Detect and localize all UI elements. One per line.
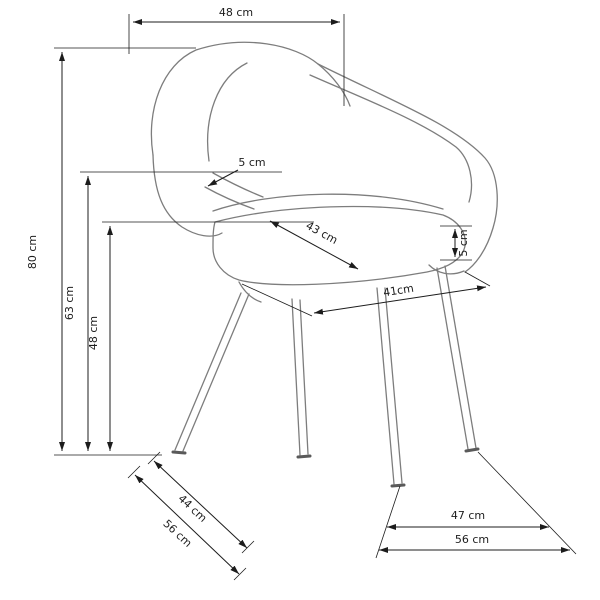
chair-back-seam <box>212 193 444 212</box>
dim-line-base-depth-outer <box>134 474 240 575</box>
chair-left-arm <box>152 154 223 237</box>
dim-label-total-height: 80 cm <box>26 235 39 269</box>
chair-seat-cushion <box>212 205 466 286</box>
chair-armrest-top-inner <box>212 172 264 198</box>
dim-label-seat-width: 41cm <box>382 282 414 300</box>
extension-lines <box>54 14 577 581</box>
dim-line-base-depth-inner <box>153 460 248 549</box>
chair-leg-front-right <box>376 287 406 488</box>
chair-back-outer <box>150 41 351 156</box>
chair-right-arm-inner <box>428 264 465 275</box>
extension-line <box>464 271 491 287</box>
extension-line <box>147 451 161 465</box>
dim-label-seat-height: 48 cm <box>87 316 100 350</box>
extension-line <box>375 485 401 559</box>
extension-line <box>477 451 577 555</box>
extension-line <box>241 283 313 317</box>
dim-line-seat-width <box>313 285 487 315</box>
chair-drawing <box>150 41 498 488</box>
extension-line <box>127 465 141 479</box>
dim-label-base-width-outer: 56 cm <box>455 533 489 546</box>
chair-seat-apron <box>238 281 262 303</box>
chair-right-wing <box>317 63 498 273</box>
dim-label-back-width: 48 cm <box>219 6 253 19</box>
chair-back-inner-right <box>309 74 473 203</box>
dim-leader-armrest-thickness <box>207 169 239 187</box>
dim-label-cushion-thickness: 5 cm <box>457 229 470 256</box>
extension-line <box>241 540 255 554</box>
chair-leg-back-left <box>291 298 312 459</box>
extension-line <box>233 567 247 581</box>
dim-label-armrest-thickness: 5 cm <box>238 156 265 169</box>
chair-armrest-top-outer <box>204 186 255 210</box>
dimension-lines <box>59 19 570 575</box>
chair-back-inner-left <box>207 62 248 162</box>
chair-leg-front-left <box>171 292 250 455</box>
dimension-labels: 48 cm 80 cm 63 cm 48 cm 5 cm 43 cm 5 cm … <box>26 6 489 550</box>
dim-label-armrest-height: 63 cm <box>63 286 76 320</box>
dim-label-base-depth-outer: 56 cm <box>160 517 194 550</box>
dim-label-base-width-inner: 47 cm <box>451 509 485 522</box>
dim-line-seat-depth <box>269 220 359 270</box>
